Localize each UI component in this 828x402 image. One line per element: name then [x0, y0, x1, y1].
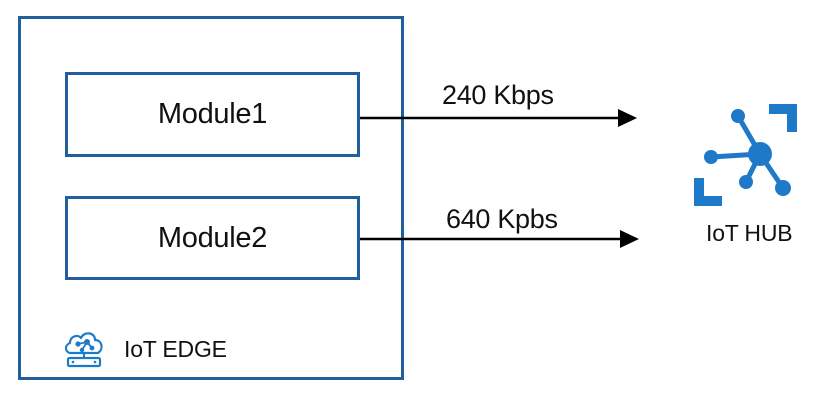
module1-label: Module1 — [157, 98, 268, 130]
arrow-module2-to-hub — [360, 230, 639, 248]
iot-hub-label: IoT HUB — [706, 220, 793, 246]
iot-edge-icon — [64, 332, 103, 368]
module1-box: Module1 — [65, 72, 360, 157]
rate-label-2: 640 Kpbs — [446, 204, 558, 234]
rate-label-1: 240 Kbps — [442, 80, 554, 110]
iot-edge-container — [18, 16, 404, 380]
module2-box: Module2 — [65, 196, 360, 280]
arrow-module1-to-hub — [360, 109, 637, 127]
iot-edge-label: IoT EDGE — [124, 336, 227, 362]
module2-label: Module2 — [157, 221, 268, 254]
iot-hub-icon — [694, 104, 797, 206]
